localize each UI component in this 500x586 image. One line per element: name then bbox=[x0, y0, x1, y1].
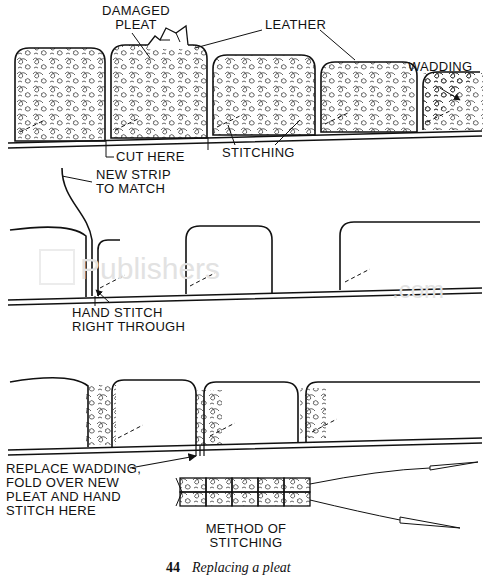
part-label: METHOD OF STITCHING bbox=[196, 522, 296, 550]
instruction-label: CUT HERE bbox=[116, 150, 206, 164]
figure-number: 44 bbox=[166, 560, 180, 576]
instruction-label: HAND STITCH RIGHT THROUGH bbox=[72, 306, 192, 334]
part-label: DAMAGED PLEAT bbox=[96, 4, 176, 32]
figure-caption: Replacing a pleat bbox=[192, 560, 291, 576]
instruction-label: NEW STRIP TO MATCH bbox=[96, 168, 186, 196]
part-label: LEATHER bbox=[265, 18, 345, 32]
instruction-label: REPLACE WADDING, FOLD OVER NEW PLEAT AND… bbox=[6, 462, 146, 518]
part-label: WADDING bbox=[408, 60, 488, 74]
watermark: Publishers bbox=[80, 252, 220, 286]
watermark: .com bbox=[392, 276, 444, 304]
part-label: STITCHING bbox=[222, 146, 322, 160]
